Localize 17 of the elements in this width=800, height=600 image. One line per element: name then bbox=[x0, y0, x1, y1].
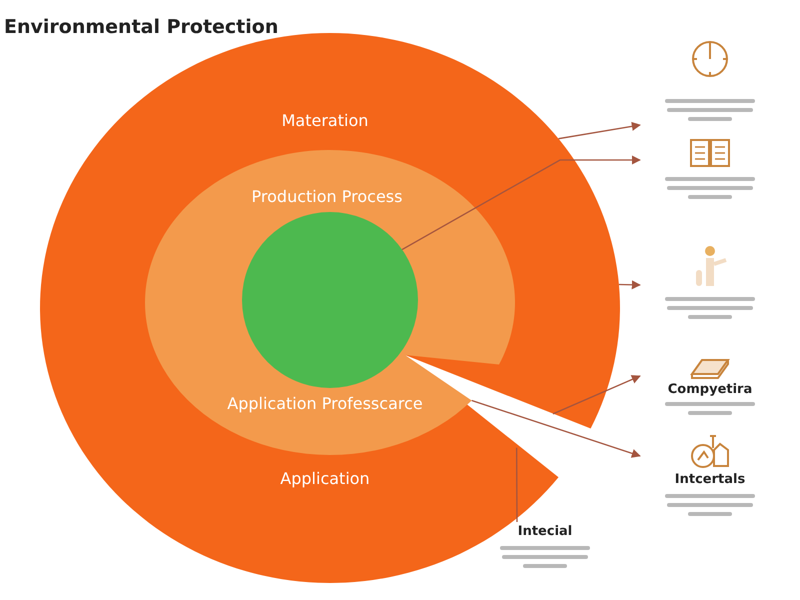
diagram-title: Environmental Protection bbox=[4, 16, 278, 38]
ring-label: Materation bbox=[280, 111, 370, 130]
arrow bbox=[558, 122, 641, 140]
ring-label: Application Professcarce bbox=[226, 394, 424, 413]
arrow bbox=[552, 375, 641, 414]
item-heading: Intecial bbox=[516, 524, 574, 539]
arrow bbox=[402, 155, 641, 250]
outer-ring bbox=[40, 33, 620, 583]
connector-line bbox=[516, 448, 518, 522]
arrow bbox=[472, 400, 641, 458]
arrow bbox=[618, 280, 641, 290]
item-heading: Compyetira bbox=[666, 382, 754, 397]
ring-label: Production Process bbox=[250, 187, 404, 206]
item-heading: Intcertals bbox=[674, 472, 746, 487]
center-circle bbox=[242, 212, 418, 388]
ring-label: Application bbox=[279, 469, 371, 488]
middle-ring bbox=[145, 150, 515, 455]
